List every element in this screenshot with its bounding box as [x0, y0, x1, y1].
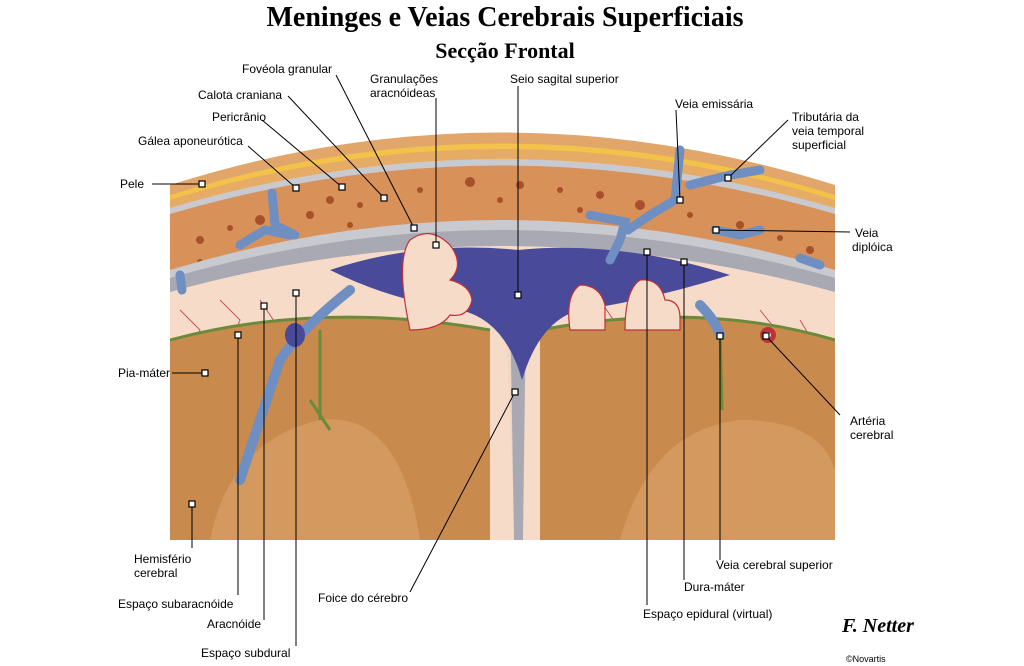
leader-markers — [188, 174, 770, 508]
cross-section — [170, 132, 835, 540]
label-hemisferio-2: cerebral — [134, 566, 178, 580]
label-seio-sagital: Seio sagital superior — [510, 72, 619, 86]
label-calota: Calota craniana — [198, 88, 283, 102]
label-veia-diploica-2: diplóica — [852, 240, 893, 254]
label-veia-cerebral-superior: Veia cerebral superior — [716, 558, 833, 572]
label-granulacoes-1: Granulações — [370, 72, 439, 86]
label-galea: Gálea aponeurótica — [138, 134, 243, 148]
leader-lines — [152, 74, 851, 646]
diagram-title: Meninges e Veias Cerebrais Superficiais — [266, 2, 744, 33]
diagram-subtitle: Secção Frontal — [435, 38, 575, 63]
netter-signature: F. Netter — [842, 615, 914, 637]
label-tributaria-3: superficial — [792, 138, 847, 152]
label-aracnoide: Aracnóide — [207, 617, 262, 631]
label-pele: Pele — [120, 177, 145, 191]
label-arteria-2: cerebral — [850, 428, 894, 442]
copyright-notice: ©Novartis — [846, 654, 886, 664]
label-espaco-subaracnoide: Espaço subaracnóide — [118, 597, 234, 611]
label-tributaria-1: Tributária da — [792, 110, 859, 124]
label-tributaria-2: veia temporal — [792, 124, 865, 138]
label-foice: Foice do cérebro — [318, 591, 409, 605]
label-hemisferio-1: Hemisfério — [134, 552, 192, 566]
label-granulacoes-2: aracnóideas — [370, 86, 436, 100]
label-foveola-granular: Fovéola granular — [242, 62, 333, 76]
label-espaco-subdural: Espaço subdural — [201, 646, 291, 660]
label-arteria-1: Artéria — [850, 414, 886, 428]
superior-cerebral-vein-left — [235, 285, 355, 485]
label-dura-mater: Dura-máter — [684, 580, 745, 594]
label-espaco-epidural: Espaço epidural (virtual) — [643, 607, 773, 621]
label-veia-diploica-1: Veia — [855, 226, 879, 240]
label-veia-emissaria: Veia emissária — [675, 97, 754, 111]
arachnoid-granulations — [401, 233, 681, 331]
label-pericranio: Pericrânio — [212, 110, 267, 124]
label-pia-mater: Pia-máter — [118, 366, 171, 380]
